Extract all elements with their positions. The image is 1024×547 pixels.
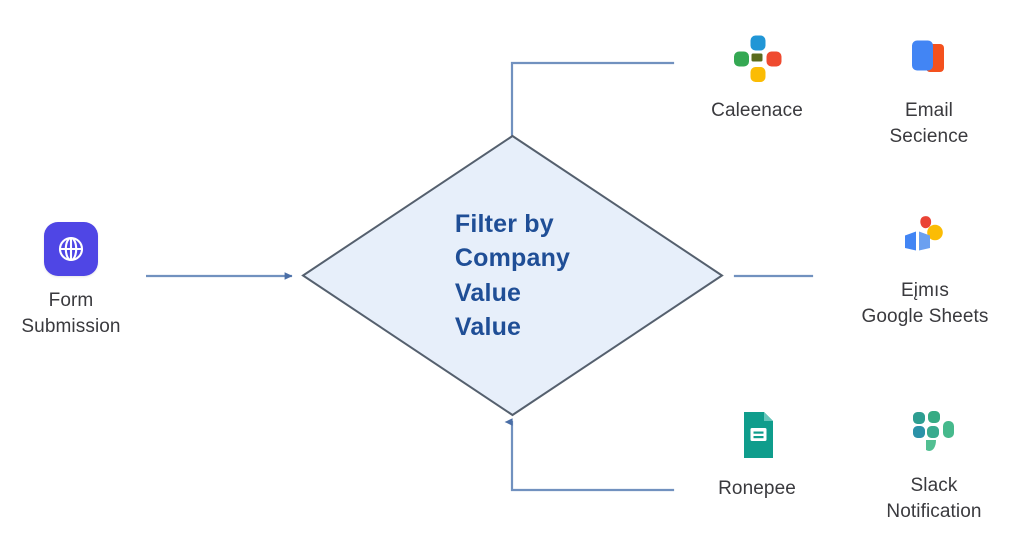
node-slides-document-label: Ronepee xyxy=(718,478,796,499)
slack-cluster-icon xyxy=(905,405,963,463)
node-slack-notification-label: Slack Notification xyxy=(886,475,982,522)
node-form-submission-label: Form Submission xyxy=(21,290,121,337)
node-email-sequence[interactable]: Email Secience xyxy=(855,30,1003,149)
google-calendar-petals-icon xyxy=(728,30,786,88)
decision-node-label: Filter by Company Value Value xyxy=(454,210,571,341)
node-email-sequence-label: Email Secience xyxy=(889,100,969,147)
google-sheets-shapes-icon xyxy=(896,210,954,268)
node-slack-notification[interactable]: Slack Notification xyxy=(860,405,1008,524)
decision-node-filter-by-company-value[interactable]: Filter by Company Value Value xyxy=(300,133,725,418)
node-form-submission[interactable]: Form Submission xyxy=(0,220,142,339)
node-google-sheets[interactable]: Eįmıs Google Sheets xyxy=(845,210,1005,329)
edge-decision-to-calendar xyxy=(510,61,675,139)
node-google-sheets-label: Eįmıs Google Sheets xyxy=(861,280,989,327)
email-cards-icon xyxy=(900,30,958,88)
diamond-shape xyxy=(301,134,724,417)
node-slides-document[interactable]: Ronepee xyxy=(686,408,828,502)
edge-slides-to-decision xyxy=(504,418,675,492)
google-slides-doc-icon xyxy=(728,408,786,466)
node-calendar-label: Caleenace xyxy=(711,100,803,121)
node-calendar[interactable]: Caleenace xyxy=(686,30,828,124)
globe-icon xyxy=(42,220,100,278)
